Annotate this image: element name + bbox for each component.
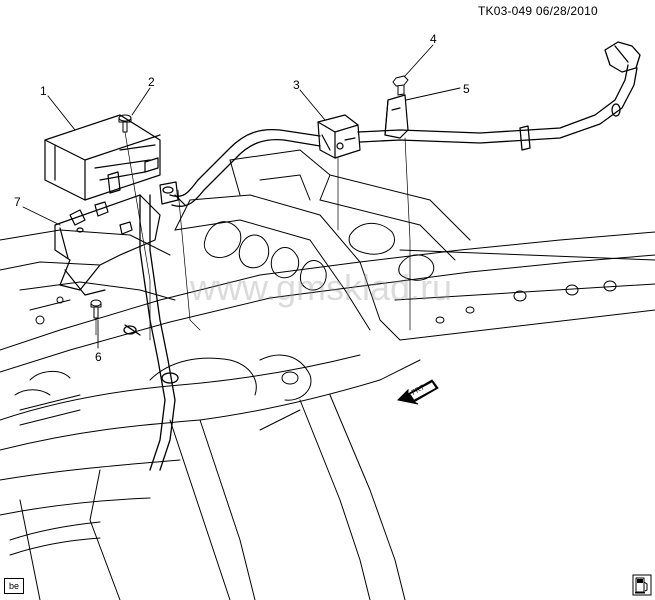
callout-1: 1 xyxy=(40,84,47,98)
diagram-ref-number: TK03-049 xyxy=(478,4,533,18)
evap-canister xyxy=(44,114,186,206)
callout-leaders xyxy=(22,44,461,349)
vapor-hose xyxy=(123,128,321,471)
purge-solenoid-valve xyxy=(317,114,361,159)
callout-4: 4 xyxy=(430,32,437,46)
footer-badge: be xyxy=(4,578,24,594)
vehicle-frame xyxy=(0,149,655,600)
diagram-reference: TK03-049 06/28/2010 xyxy=(478,4,598,18)
callout-7: 7 xyxy=(14,195,21,209)
callout-6: 6 xyxy=(95,350,102,364)
valve-bracket xyxy=(384,94,409,139)
canister-bracket xyxy=(54,194,161,296)
diagram-date: 06/28/2010 xyxy=(535,4,598,18)
alignment-lines xyxy=(95,131,411,341)
fuel-pump-icon xyxy=(632,574,652,596)
nut-4 xyxy=(392,75,409,96)
callout-2: 2 xyxy=(148,75,155,89)
watermark-text: www.gmsklad.ru xyxy=(189,267,452,308)
callout-5: 5 xyxy=(463,82,470,96)
bolt-6 xyxy=(90,299,102,319)
front-arrow-icon: FRT xyxy=(396,379,439,405)
vapor-line xyxy=(357,41,641,151)
callout-3: 3 xyxy=(293,78,300,92)
